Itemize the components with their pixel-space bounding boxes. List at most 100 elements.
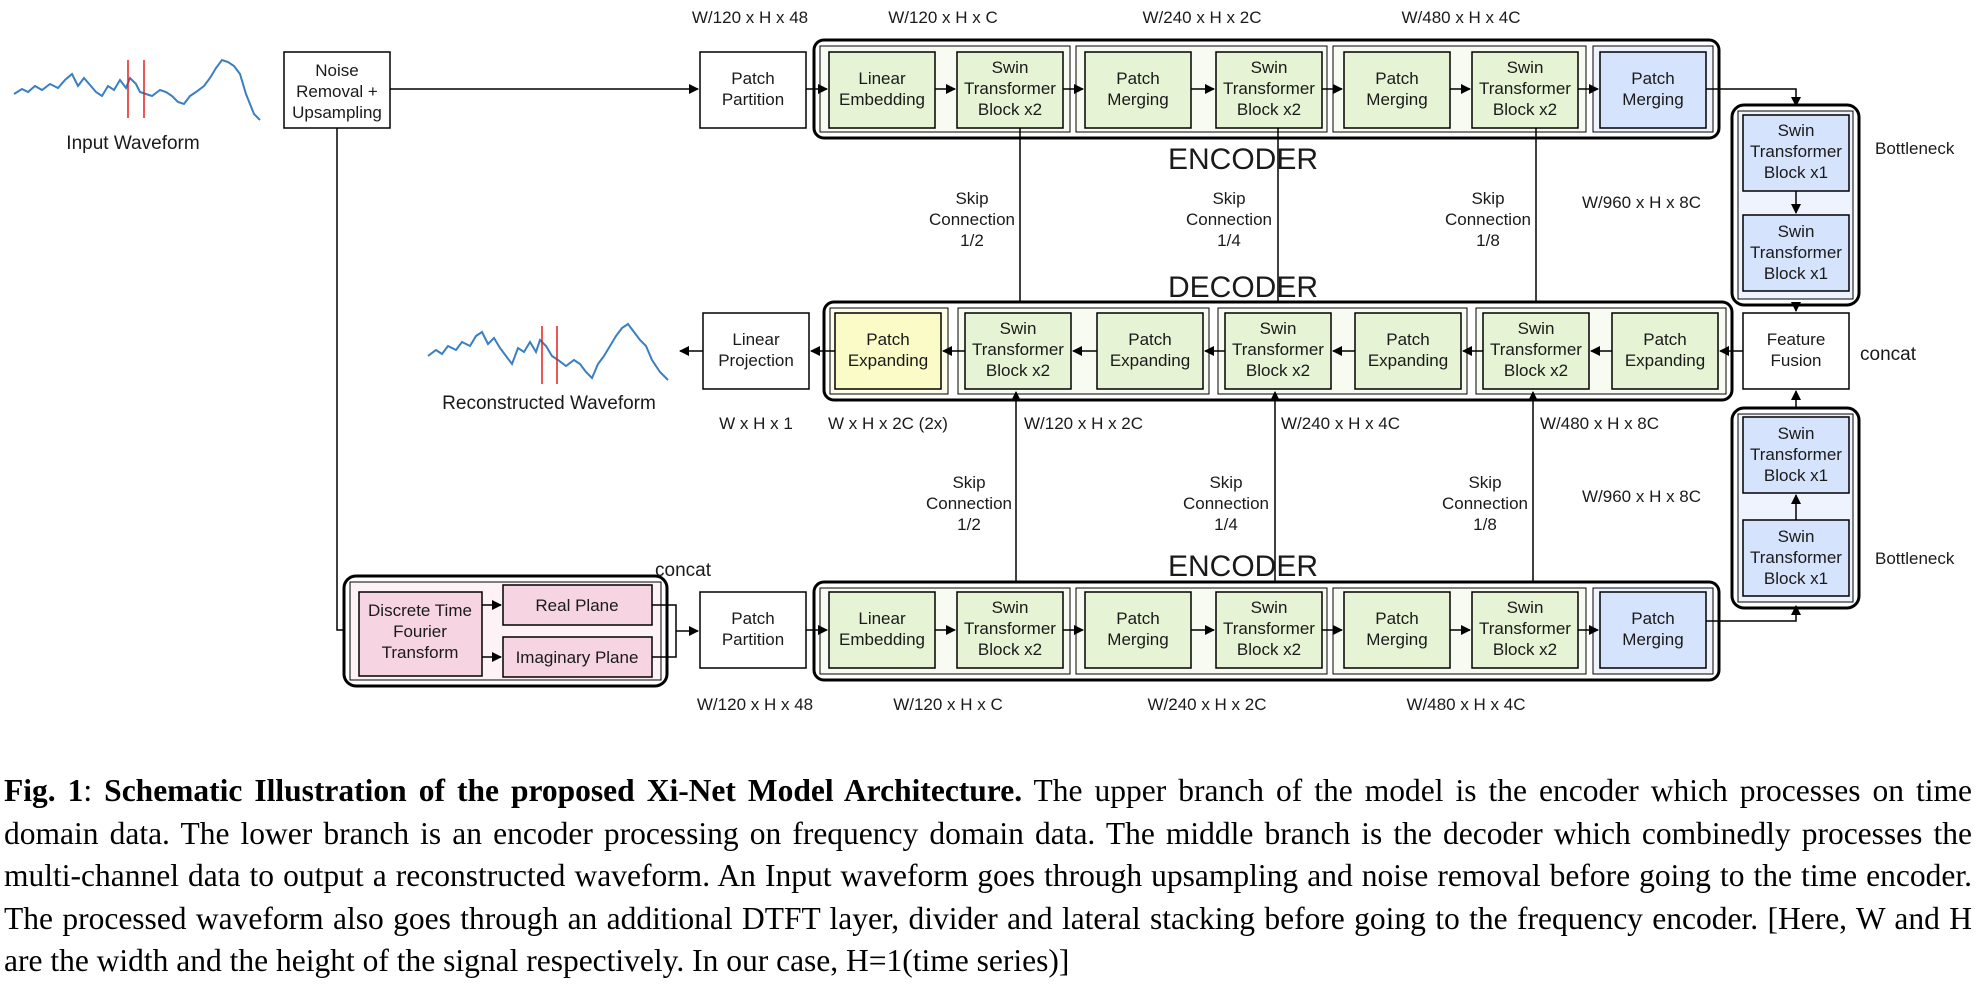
svg-text:Swin: Swin (1778, 424, 1815, 443)
svg-text:Fusion: Fusion (1770, 351, 1821, 370)
freq-patch-partition: Patch Partition (699, 591, 807, 669)
svg-text:Patch: Patch (1631, 69, 1674, 88)
svg-text:Skip: Skip (1209, 473, 1242, 492)
feature-fusion: Feature Fusion (1742, 312, 1850, 390)
svg-text:Merging: Merging (1107, 90, 1168, 109)
figure-caption: Fig. 1: Schematic Illustration of the pr… (4, 773, 1972, 978)
skip-arrows-bottom (1011, 391, 1538, 592)
input-waveform (13, 58, 261, 121)
linear-projection: Linear Projection (702, 312, 810, 390)
svg-text:Transformer: Transformer (1490, 340, 1582, 359)
time-encoder-arrows (806, 84, 1801, 107)
decoder-patch-expanding-1: Patch Expanding (834, 312, 942, 390)
svg-text:Patch: Patch (1116, 69, 1159, 88)
svg-text:Patch: Patch (1386, 330, 1429, 349)
svg-text:Merging: Merging (1366, 630, 1427, 649)
noise-removal-line-3: Upsampling (292, 103, 382, 122)
bottleneck-top-label: Bottleneck (1875, 139, 1955, 158)
svg-text:Real Plane: Real Plane (535, 596, 618, 615)
svg-text:Skip: Skip (1212, 189, 1245, 208)
caption-fig-label: Fig. 1 (4, 773, 84, 808)
freq-patch-merging-2: Patch Merging (1343, 591, 1451, 669)
svg-text:Block x1: Block x1 (1764, 264, 1828, 283)
svg-text:Connection: Connection (1442, 494, 1528, 513)
svg-text:Connection: Connection (926, 494, 1012, 513)
time-swin-block-3: Swin Transformer Block x2 (1471, 51, 1579, 129)
svg-text:Swin: Swin (1778, 121, 1815, 140)
svg-text:Transformer: Transformer (1232, 340, 1324, 359)
skip-connection-bottom-3: Skip Connection 1/8 (1442, 473, 1528, 534)
svg-text:Swin: Swin (1260, 319, 1297, 338)
svg-text:Linear: Linear (858, 69, 906, 88)
svg-text:1/2: 1/2 (960, 231, 984, 250)
svg-text:Swin: Swin (1251, 598, 1288, 617)
skip-connection-top-1: Skip Connection 1/2 (929, 189, 1015, 250)
decoder-dim-4: W/240 x H x 4C (1281, 414, 1400, 433)
dtft-arrows (482, 600, 699, 662)
svg-text:Merging: Merging (1622, 630, 1683, 649)
noise-removal-block: Noise Removal + Upsampling (283, 51, 391, 129)
reconstructed-waveform (427, 322, 669, 384)
bottleneck-top: Swin Transformer Block x1 Swin Transform… (1730, 103, 1861, 307)
freq-dim-1: W/120 x H x 48 (697, 695, 813, 714)
svg-text:Block x1: Block x1 (1764, 466, 1828, 485)
input-waveform-label: Input Waveform (66, 133, 199, 154)
noise-removal-line-2: Removal + (296, 82, 378, 101)
time-patch-merging-2: Patch Merging (1343, 51, 1451, 129)
svg-text:Connection: Connection (929, 210, 1015, 229)
freq-concat-label: concat (655, 560, 712, 581)
skip-connection-bottom-1: Skip Connection 1/2 (926, 473, 1012, 534)
svg-text:Block x1: Block x1 (1764, 163, 1828, 182)
svg-text:Transformer: Transformer (964, 619, 1056, 638)
svg-text:Block x2: Block x2 (1493, 100, 1557, 119)
decoder-title: DECODER (1168, 271, 1318, 304)
svg-text:Swin: Swin (1000, 319, 1037, 338)
svg-text:Embedding: Embedding (839, 90, 925, 109)
svg-text:Partition: Partition (722, 630, 784, 649)
svg-text:Patch: Patch (1375, 609, 1418, 628)
freq-dim-3: W/240 x H x 2C (1147, 695, 1266, 714)
freq-dim-4: W/480 x H x 4C (1406, 695, 1525, 714)
svg-text:Patch: Patch (1631, 609, 1674, 628)
svg-text:Swin: Swin (992, 58, 1029, 77)
time-swin-block-1: Swin Transformer Block x2 (956, 51, 1064, 129)
svg-text:Upsampling: Upsampling (292, 103, 382, 122)
svg-text:Transformer: Transformer (964, 79, 1056, 98)
svg-text:Block x1: Block x1 (1764, 569, 1828, 588)
svg-text:Skip: Skip (955, 189, 988, 208)
freq-patch-merging-1: Patch Merging (1084, 591, 1192, 669)
svg-text:Block x2: Block x2 (978, 640, 1042, 659)
svg-text:Embedding: Embedding (839, 630, 925, 649)
svg-text:Swin: Swin (1251, 58, 1288, 77)
svg-text:Discrete Time: Discrete Time (368, 601, 472, 620)
svg-text:Block x2: Block x2 (1246, 361, 1310, 380)
svg-text:Patch: Patch (1643, 330, 1686, 349)
svg-text:Transformer: Transformer (972, 340, 1064, 359)
decoder-patch-expanding-3: Patch Expanding (1354, 312, 1462, 390)
svg-text:Merging: Merging (1622, 90, 1683, 109)
svg-text:Transformer: Transformer (1750, 548, 1842, 567)
freq-dim-2: W/120 x H x C (893, 695, 1003, 714)
svg-text:Patch: Patch (731, 69, 774, 88)
time-dim-4: W/480 x H x 4C (1401, 8, 1520, 27)
time-dim-1: W/120 x H x 48 (692, 8, 808, 27)
decoder-swin-block-2: Swin Transformer Block x2 (1224, 312, 1332, 390)
decoder-patch-expanding-2: Patch Expanding (1096, 312, 1204, 390)
svg-text:Skip: Skip (1468, 473, 1501, 492)
svg-text:Transformer: Transformer (1750, 445, 1842, 464)
svg-text:Transformer: Transformer (1223, 79, 1315, 98)
svg-text:Fourier: Fourier (393, 622, 447, 641)
dtft-block: Discrete Time Fourier Transform (358, 591, 483, 677)
svg-text:Connection: Connection (1445, 210, 1531, 229)
svg-text:Patch: Patch (731, 609, 774, 628)
skip-connection-top-3: Skip Connection 1/8 (1445, 189, 1531, 250)
time-swin-block-2: Swin Transformer Block x2 (1215, 51, 1323, 129)
imaginary-plane-block: Imaginary Plane (502, 636, 653, 678)
svg-text:Swin: Swin (1507, 58, 1544, 77)
svg-text:Expanding: Expanding (848, 351, 928, 370)
svg-text:Block x2: Block x2 (1237, 100, 1301, 119)
bottleneck-bottom-label: Bottleneck (1875, 549, 1955, 568)
decoder-patch-expanding-4: Patch Expanding (1611, 312, 1719, 390)
freq-swin-block-1: Swin Transformer Block x2 (956, 591, 1064, 669)
freq-patch-merging-3: Patch Merging (1599, 591, 1707, 669)
